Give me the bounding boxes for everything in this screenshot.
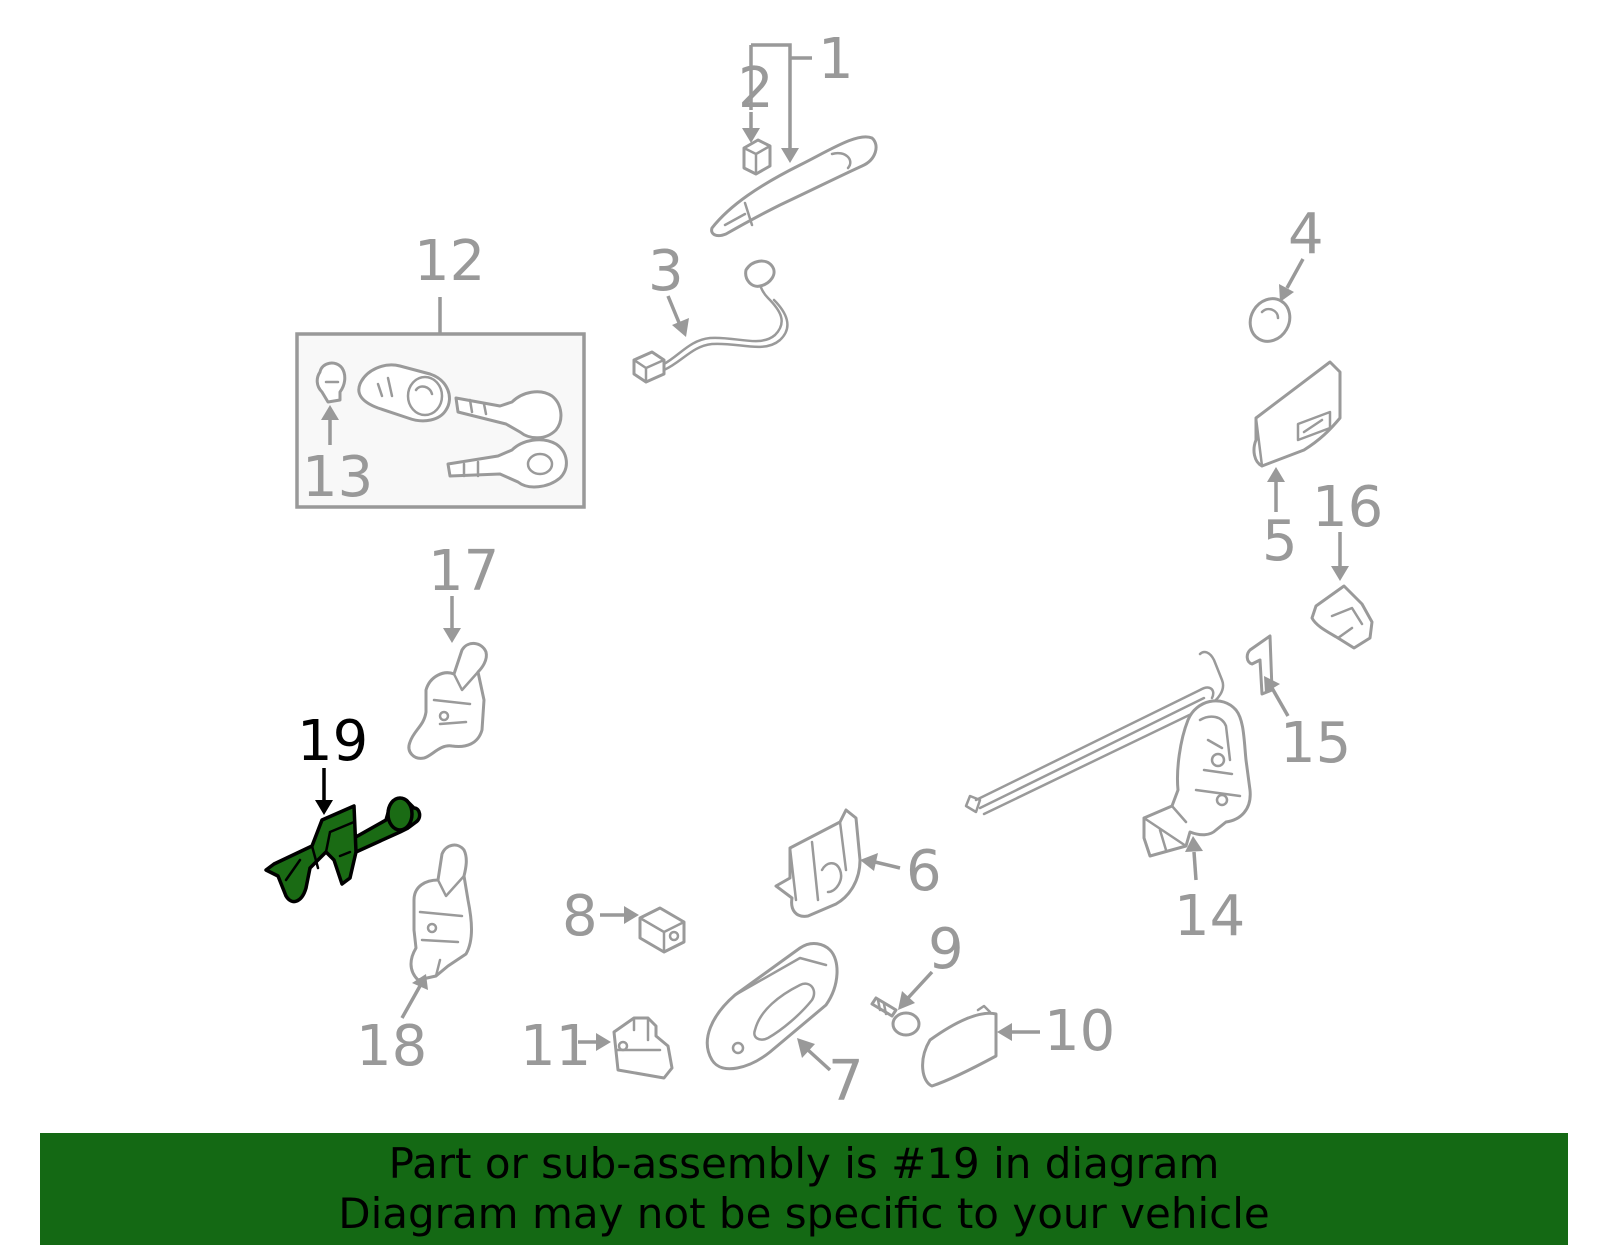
part-13-lock-cap[interactable]	[315, 361, 347, 404]
callout-1-label: 1	[818, 27, 854, 92]
part-17-upper-hinge[interactable]	[407, 642, 488, 760]
banner-line-2: Diagram may not be specific to your vehi…	[338, 1189, 1270, 1238]
callout-17: 17	[428, 539, 499, 643]
part-10-cover[interactable]	[921, 1004, 998, 1088]
callout-10: 10	[997, 999, 1115, 1064]
callout-11-label: 11	[520, 1014, 591, 1079]
callout-7: 7	[797, 1038, 864, 1114]
part-1-outside-handle[interactable]	[710, 135, 878, 238]
callout-7-label: 7	[828, 1049, 864, 1114]
callout-14: 14	[1174, 836, 1245, 949]
callout-10-label: 10	[1044, 999, 1115, 1064]
callout-19-label: 19	[297, 709, 368, 774]
callout-8-label: 8	[562, 884, 598, 949]
callout-17-label: 17	[428, 539, 499, 604]
callout-16: 16	[1312, 475, 1383, 581]
callout-11: 11	[520, 1014, 611, 1079]
part-7-inside-handle[interactable]	[705, 942, 839, 1071]
callout-12-label: 12	[414, 229, 485, 294]
callout-14-label: 14	[1174, 884, 1245, 949]
banner-line-1: Part or sub-assembly is #19 in diagram	[388, 1139, 1220, 1188]
callout-15: 15	[1264, 676, 1351, 776]
callout-3: 3	[648, 239, 689, 337]
callout-16-label: 16	[1312, 475, 1383, 540]
callout-12: 12	[414, 229, 485, 334]
callout-2: 2	[738, 56, 774, 143]
callout-9: 9	[898, 917, 964, 1010]
part-2-handle-cap[interactable]	[742, 138, 772, 176]
info-banner: Part or sub-assembly is #19 in diagram D…	[40, 1133, 1568, 1245]
callout-19: 19	[297, 709, 368, 815]
callout-6: 6	[860, 839, 942, 904]
callout-5-label: 5	[1262, 509, 1298, 574]
callout-6-label: 6	[906, 839, 942, 904]
callout-4: 4	[1279, 202, 1324, 302]
callout-4-label: 4	[1288, 202, 1324, 267]
callout-2-label: 2	[738, 56, 774, 121]
part-4-cap[interactable]	[1243, 291, 1298, 348]
part-12-lock-set[interactable]	[295, 332, 586, 509]
part-3-wire-harness[interactable]	[632, 259, 789, 384]
callout-18-label: 18	[356, 1014, 427, 1079]
part-18-lower-hinge[interactable]	[409, 843, 473, 982]
part-5-switch[interactable]	[1252, 360, 1342, 468]
part-14-latch[interactable]	[964, 650, 1252, 858]
callout-3-label: 3	[648, 239, 684, 304]
callout-5: 5	[1262, 467, 1298, 574]
part-6-bracket[interactable]	[774, 808, 862, 918]
callout-1: 1	[749, 27, 854, 163]
callout-13: 13	[302, 405, 373, 510]
part-19-door-check[interactable]	[264, 796, 422, 904]
callout-18: 18	[356, 974, 428, 1079]
part-8-clip[interactable]	[638, 906, 686, 954]
callout-9-label: 9	[928, 917, 964, 982]
callout-13-label: 13	[302, 445, 373, 510]
callout-15-label: 15	[1280, 711, 1351, 776]
part-11-switch[interactable]	[612, 1016, 674, 1080]
callout-8: 8	[562, 884, 639, 949]
part-16-bumper[interactable]	[1310, 584, 1374, 650]
part-9-screw[interactable]	[870, 996, 921, 1037]
